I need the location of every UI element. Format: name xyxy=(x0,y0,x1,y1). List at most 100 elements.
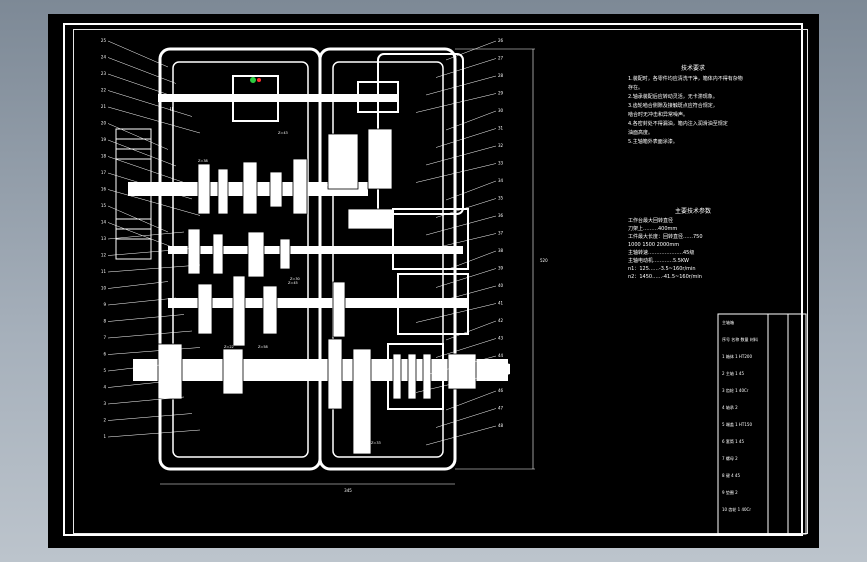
part-number-label: 27 xyxy=(498,56,504,61)
gear-block xyxy=(327,133,359,190)
part-number-label: 4 xyxy=(103,385,106,390)
leader-line xyxy=(435,58,497,78)
leader-line xyxy=(445,390,497,411)
part-number-label: 45 xyxy=(498,371,504,376)
part-number-label: 15 xyxy=(101,203,107,208)
title-block-row: 序号 名称 数量 材料 xyxy=(722,336,758,342)
leader-line xyxy=(415,233,497,253)
title-block-row: 3 齿轮 1 40Cr xyxy=(722,387,749,393)
title-block-row: 5 端盖 1 HT150 xyxy=(722,421,752,427)
gear-block xyxy=(279,238,291,270)
part-number-label: 36 xyxy=(498,213,504,218)
part-number-label: 8 xyxy=(103,319,106,324)
leader-line xyxy=(107,314,185,322)
gear-block xyxy=(197,283,213,335)
gear-block xyxy=(332,281,346,338)
leader-line xyxy=(445,320,497,341)
leader-line xyxy=(425,285,497,306)
dim-height-label: 520 xyxy=(540,258,548,263)
gear-block xyxy=(352,348,372,455)
leader-line xyxy=(425,215,497,236)
note-line: 3.齿轮啮合侧隙及接触斑点应符合规定， xyxy=(628,103,718,109)
gear-block xyxy=(292,158,308,215)
leader-line xyxy=(107,172,193,200)
part-number-label: 17 xyxy=(101,170,107,175)
part-number-label: 1 xyxy=(103,434,106,439)
gear-label: Z=58 xyxy=(258,345,268,349)
leader-line xyxy=(107,222,177,249)
housing-inner-left xyxy=(172,61,309,458)
title-block-row: 6 套筒 1 45 xyxy=(722,438,744,444)
part-number-label: 44 xyxy=(498,353,504,358)
leader-line xyxy=(425,425,497,446)
param-line: 主轴电动机…………5.5KW xyxy=(628,258,689,264)
leader-line xyxy=(107,413,193,421)
gear-label: Z=51 xyxy=(323,183,333,187)
shaft-label: II xyxy=(170,107,173,113)
part-number-label: 22 xyxy=(101,88,107,93)
part-number-label: 41 xyxy=(498,301,504,306)
leader-line xyxy=(107,396,185,405)
title-block-row: 主轴箱 xyxy=(722,319,734,325)
spindle-bearing-housing xyxy=(387,343,444,410)
inner-frame xyxy=(73,29,808,534)
gear-block xyxy=(197,163,211,215)
housing-inner-right xyxy=(332,61,444,458)
gear-block xyxy=(269,171,283,208)
marker-red xyxy=(257,78,261,82)
marker-green xyxy=(250,77,256,83)
part-number-label: 10 xyxy=(101,286,107,291)
leader-line xyxy=(445,40,497,61)
leader-line xyxy=(107,40,169,68)
part-number-label: 21 xyxy=(101,104,107,109)
leader-line xyxy=(107,73,185,101)
leader-line xyxy=(107,123,169,150)
spindle-nose xyxy=(488,359,510,381)
leader-line xyxy=(107,156,185,183)
gear-block xyxy=(242,161,258,215)
leader-line xyxy=(107,139,177,167)
part-number-label: 47 xyxy=(498,406,504,411)
gear-block xyxy=(212,233,224,275)
leader-line xyxy=(415,303,497,323)
gear-block xyxy=(327,338,343,410)
leader-line xyxy=(445,180,497,201)
param-line: n2：1450……-41.5~160r/min xyxy=(628,274,702,280)
note-line: 5.主轴箱外表面涂漆。 xyxy=(628,139,678,145)
leader-line xyxy=(435,408,497,428)
leader-line xyxy=(425,145,497,166)
title-block-row: 1 箱体 1 HT200 xyxy=(722,353,752,359)
leader-line xyxy=(435,128,497,148)
part-number-label: 40 xyxy=(498,283,504,288)
gear-label: Z=43 xyxy=(278,131,288,135)
leader-line xyxy=(415,93,497,113)
part-number-label: 33 xyxy=(498,161,504,166)
top-gear xyxy=(232,75,279,122)
gear-block xyxy=(247,231,265,278)
leader-line xyxy=(107,264,201,273)
part-number-label: 25 xyxy=(101,38,107,43)
part-number-label: 31 xyxy=(498,126,504,131)
shaft-label: IV xyxy=(223,300,228,306)
gear-label: Z=45 xyxy=(288,281,298,285)
dim-width-label: 345 xyxy=(344,488,352,493)
leader-line xyxy=(425,355,497,376)
part-number-label: 39 xyxy=(498,266,504,271)
part-number-label: 26 xyxy=(498,38,504,43)
leader-line xyxy=(415,163,497,183)
clutch-housing xyxy=(392,208,469,270)
leader-line xyxy=(107,90,193,117)
leader-line xyxy=(107,231,185,240)
part-number-label: 18 xyxy=(101,154,107,159)
shaft-label: V xyxy=(211,367,215,373)
part-number-label: 20 xyxy=(101,121,107,126)
note-line: 1.装配时，各零件均应清洗干净，箱体内不得有杂物 xyxy=(628,76,743,82)
motor-pulley xyxy=(115,128,152,260)
part-number-label: 2 xyxy=(103,418,106,423)
param-line: 工件最大长度：回转直径……750 xyxy=(628,234,703,240)
title-block-row: 7 螺母 2 xyxy=(722,455,738,461)
leader-line xyxy=(107,363,169,372)
part-number-label: 14 xyxy=(101,220,107,225)
